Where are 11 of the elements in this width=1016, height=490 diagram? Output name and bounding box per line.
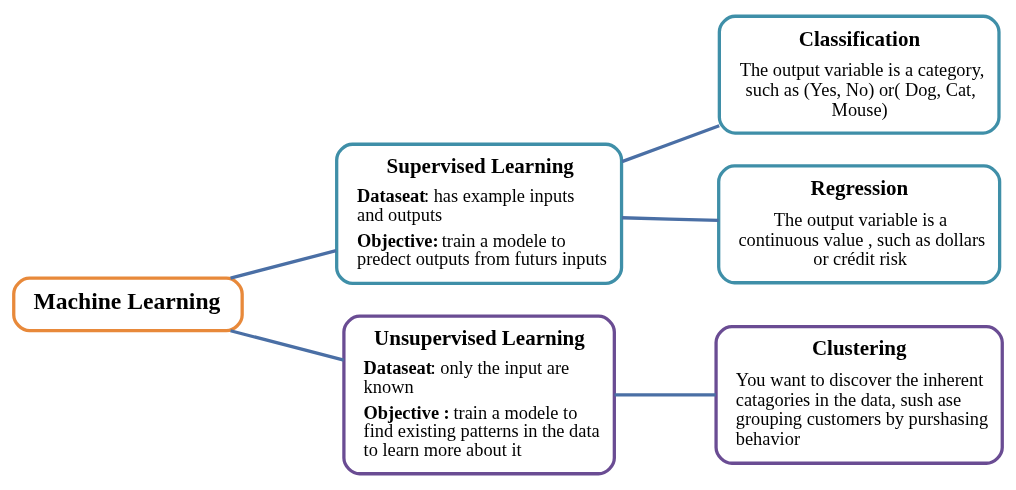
connector	[622, 216, 719, 223]
node-box: Regression The output variable is a continuous value , such as dollars or crédit risk	[717, 164, 1002, 285]
node-box: Clustering You want to discover the inherent catagories in the data, sush ase grouping customers by purshasing behavior	[714, 325, 1004, 465]
connector	[230, 329, 345, 362]
node-box: Supervised Learning Dataseat: has example inputs and outputs Objective: train a modele to predect outputs from futurs inputs	[335, 142, 624, 286]
connector	[621, 124, 720, 164]
connector	[230, 249, 337, 280]
node-box: Classification The output variable is a category, such as (Yes, No) or( Dog, Cat, Mouse)	[717, 14, 1001, 135]
connector	[614, 393, 716, 397]
node-box: Unsupervised Learning Dataseat: only the input are known Objective : train a modele to find existing patterns in the data to learn more about it	[342, 314, 616, 476]
node-box: Machine Learning	[12, 276, 244, 333]
